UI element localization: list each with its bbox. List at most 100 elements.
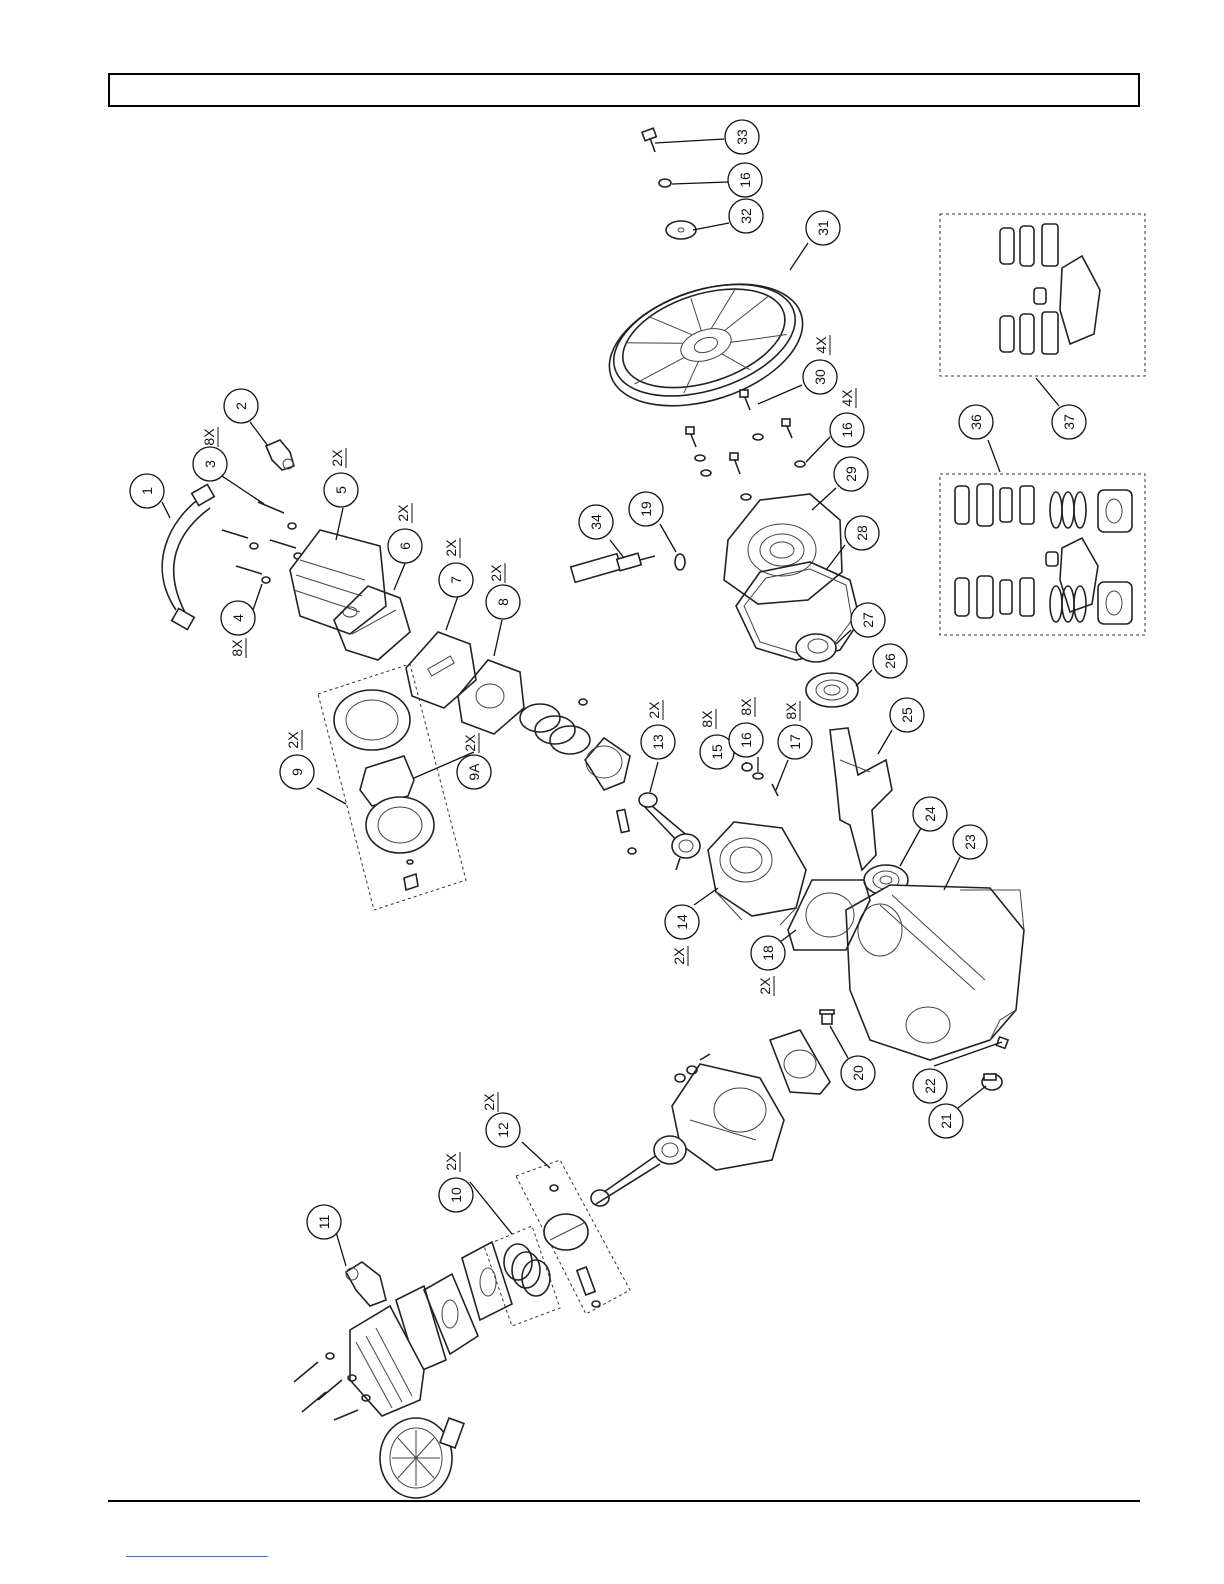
quantity-9a: 2X [462,733,479,753]
quantity-9: 2X [285,730,302,750]
callout-33: 33 [725,120,759,154]
callout-number: 2 [233,402,249,410]
quantity-text: 2X [462,734,478,752]
callout-34: 34 [579,505,613,539]
callout-number: 20 [850,1065,866,1081]
quantity-text: 2X [395,504,411,522]
quantity-16b: 4X [839,388,856,408]
part-27-seal [796,634,836,662]
quantity-14: 2X [671,946,688,966]
part-15-16-17-hardware [742,763,778,796]
quantity-17: 8X [783,701,800,721]
callout-14: 14 [665,905,699,939]
part-25-crankshaft [830,728,892,870]
quantity-7: 2X [443,538,460,558]
callout-number: 9 [289,768,305,776]
callout-number: 23 [962,834,978,850]
callout-36: 36 [959,405,993,439]
part-5-cylinder-head [290,530,386,634]
callout-number: 36 [968,414,984,430]
part-16-washers [695,434,805,500]
quantity-text: 2X [443,539,459,557]
callout-10: 10 [439,1178,473,1212]
callout-24: 24 [913,797,947,831]
callout-number: 16 [839,422,855,438]
quantity-text: 8X [699,710,715,728]
callout-number: 21 [938,1113,954,1129]
callout-32: 32 [729,199,763,233]
callout-number: 30 [812,369,828,385]
callout-number: 24 [922,806,938,822]
callout-number: 31 [815,220,831,236]
callout-9: 9 [280,755,314,789]
quantity-text: 8X [201,428,217,446]
callout-28: 28 [845,516,879,550]
part-19-ring [675,554,685,570]
callout-7: 7 [439,563,473,597]
callout-number: 29 [843,466,859,482]
quantity-13: 2X [646,700,663,720]
callout-number: 32 [738,208,754,224]
callout-4: 4 [221,601,255,635]
callout-number: 6 [397,542,413,550]
callout-37: 37 [1052,405,1086,439]
callout-1: 1 [130,474,164,508]
callout-6: 6 [388,529,422,563]
quantity-15: 8X [699,709,716,729]
part-lower-cylinder-head [350,1306,424,1416]
part-7-valve-plate [406,632,476,708]
callout-number: 10 [448,1187,464,1203]
callout-2: 2 [224,389,258,423]
callout-number: 34 [588,514,604,530]
callout-27: 27 [851,603,885,637]
part-2-elbow [266,440,294,470]
part-29-bearing-cover [724,494,842,604]
callout-29: 29 [834,457,868,491]
quantity-6: 2X [395,503,412,523]
callout-23: 23 [953,825,987,859]
callout-number: 12 [495,1122,511,1138]
callout-number: 5 [333,486,349,494]
quantity-text: 8X [229,639,245,657]
callout-number: 13 [650,734,666,750]
callout-number: 28 [854,525,870,541]
callout-18: 18 [751,936,785,970]
part-lower-connecting-rod [591,1136,686,1206]
callout-bubbles: 3316323130162928272625242322212018141315… [130,120,1086,1239]
callout-3: 3 [193,447,227,481]
part-3-bolts [222,502,296,574]
callout-number: 16 [737,172,753,188]
callout-number: 18 [760,945,776,961]
callout-11: 11 [307,1205,341,1239]
part-lower-cylinder-assembly [672,1030,830,1170]
callout-number: 3 [202,460,218,468]
part-26-bearing [806,673,858,707]
callout-19: 19 [629,492,663,526]
callout-number: 14 [674,914,690,930]
quantity-8: 2X [488,563,505,583]
callout-26: 26 [873,644,907,678]
quantity-12: 2X [481,1092,498,1112]
part-14-cylinder-upper [708,822,806,925]
quantity-text: 4X [839,389,855,407]
callout-number: 16 [738,732,754,748]
callout-21: 21 [929,1104,963,1138]
quantity-3: 8X [201,427,218,447]
quantity-text: 2X [488,564,504,582]
callout-30: 30 [803,360,837,394]
part-16-washer-top [659,179,671,187]
part-32-washer [666,221,696,239]
quantity-16c: 8X [738,697,755,717]
part-36-overhaul-kit [940,474,1145,635]
part-lower-air-filter [380,1418,464,1498]
part-20-plug [820,1010,834,1024]
quantity-labels: 4X4X8X8X2X2X2X2X2X2X2X8X8X8X2X2X2X2X [201,335,856,1172]
quantity-text: 4X [813,336,829,354]
callout-number: 8 [495,598,511,606]
callout-number: 17 [787,734,803,750]
part-piston-rings-upper [520,699,590,754]
callout-16: 16 [830,413,864,447]
callout-number: 25 [899,707,915,723]
part-piston-upper [585,738,636,854]
